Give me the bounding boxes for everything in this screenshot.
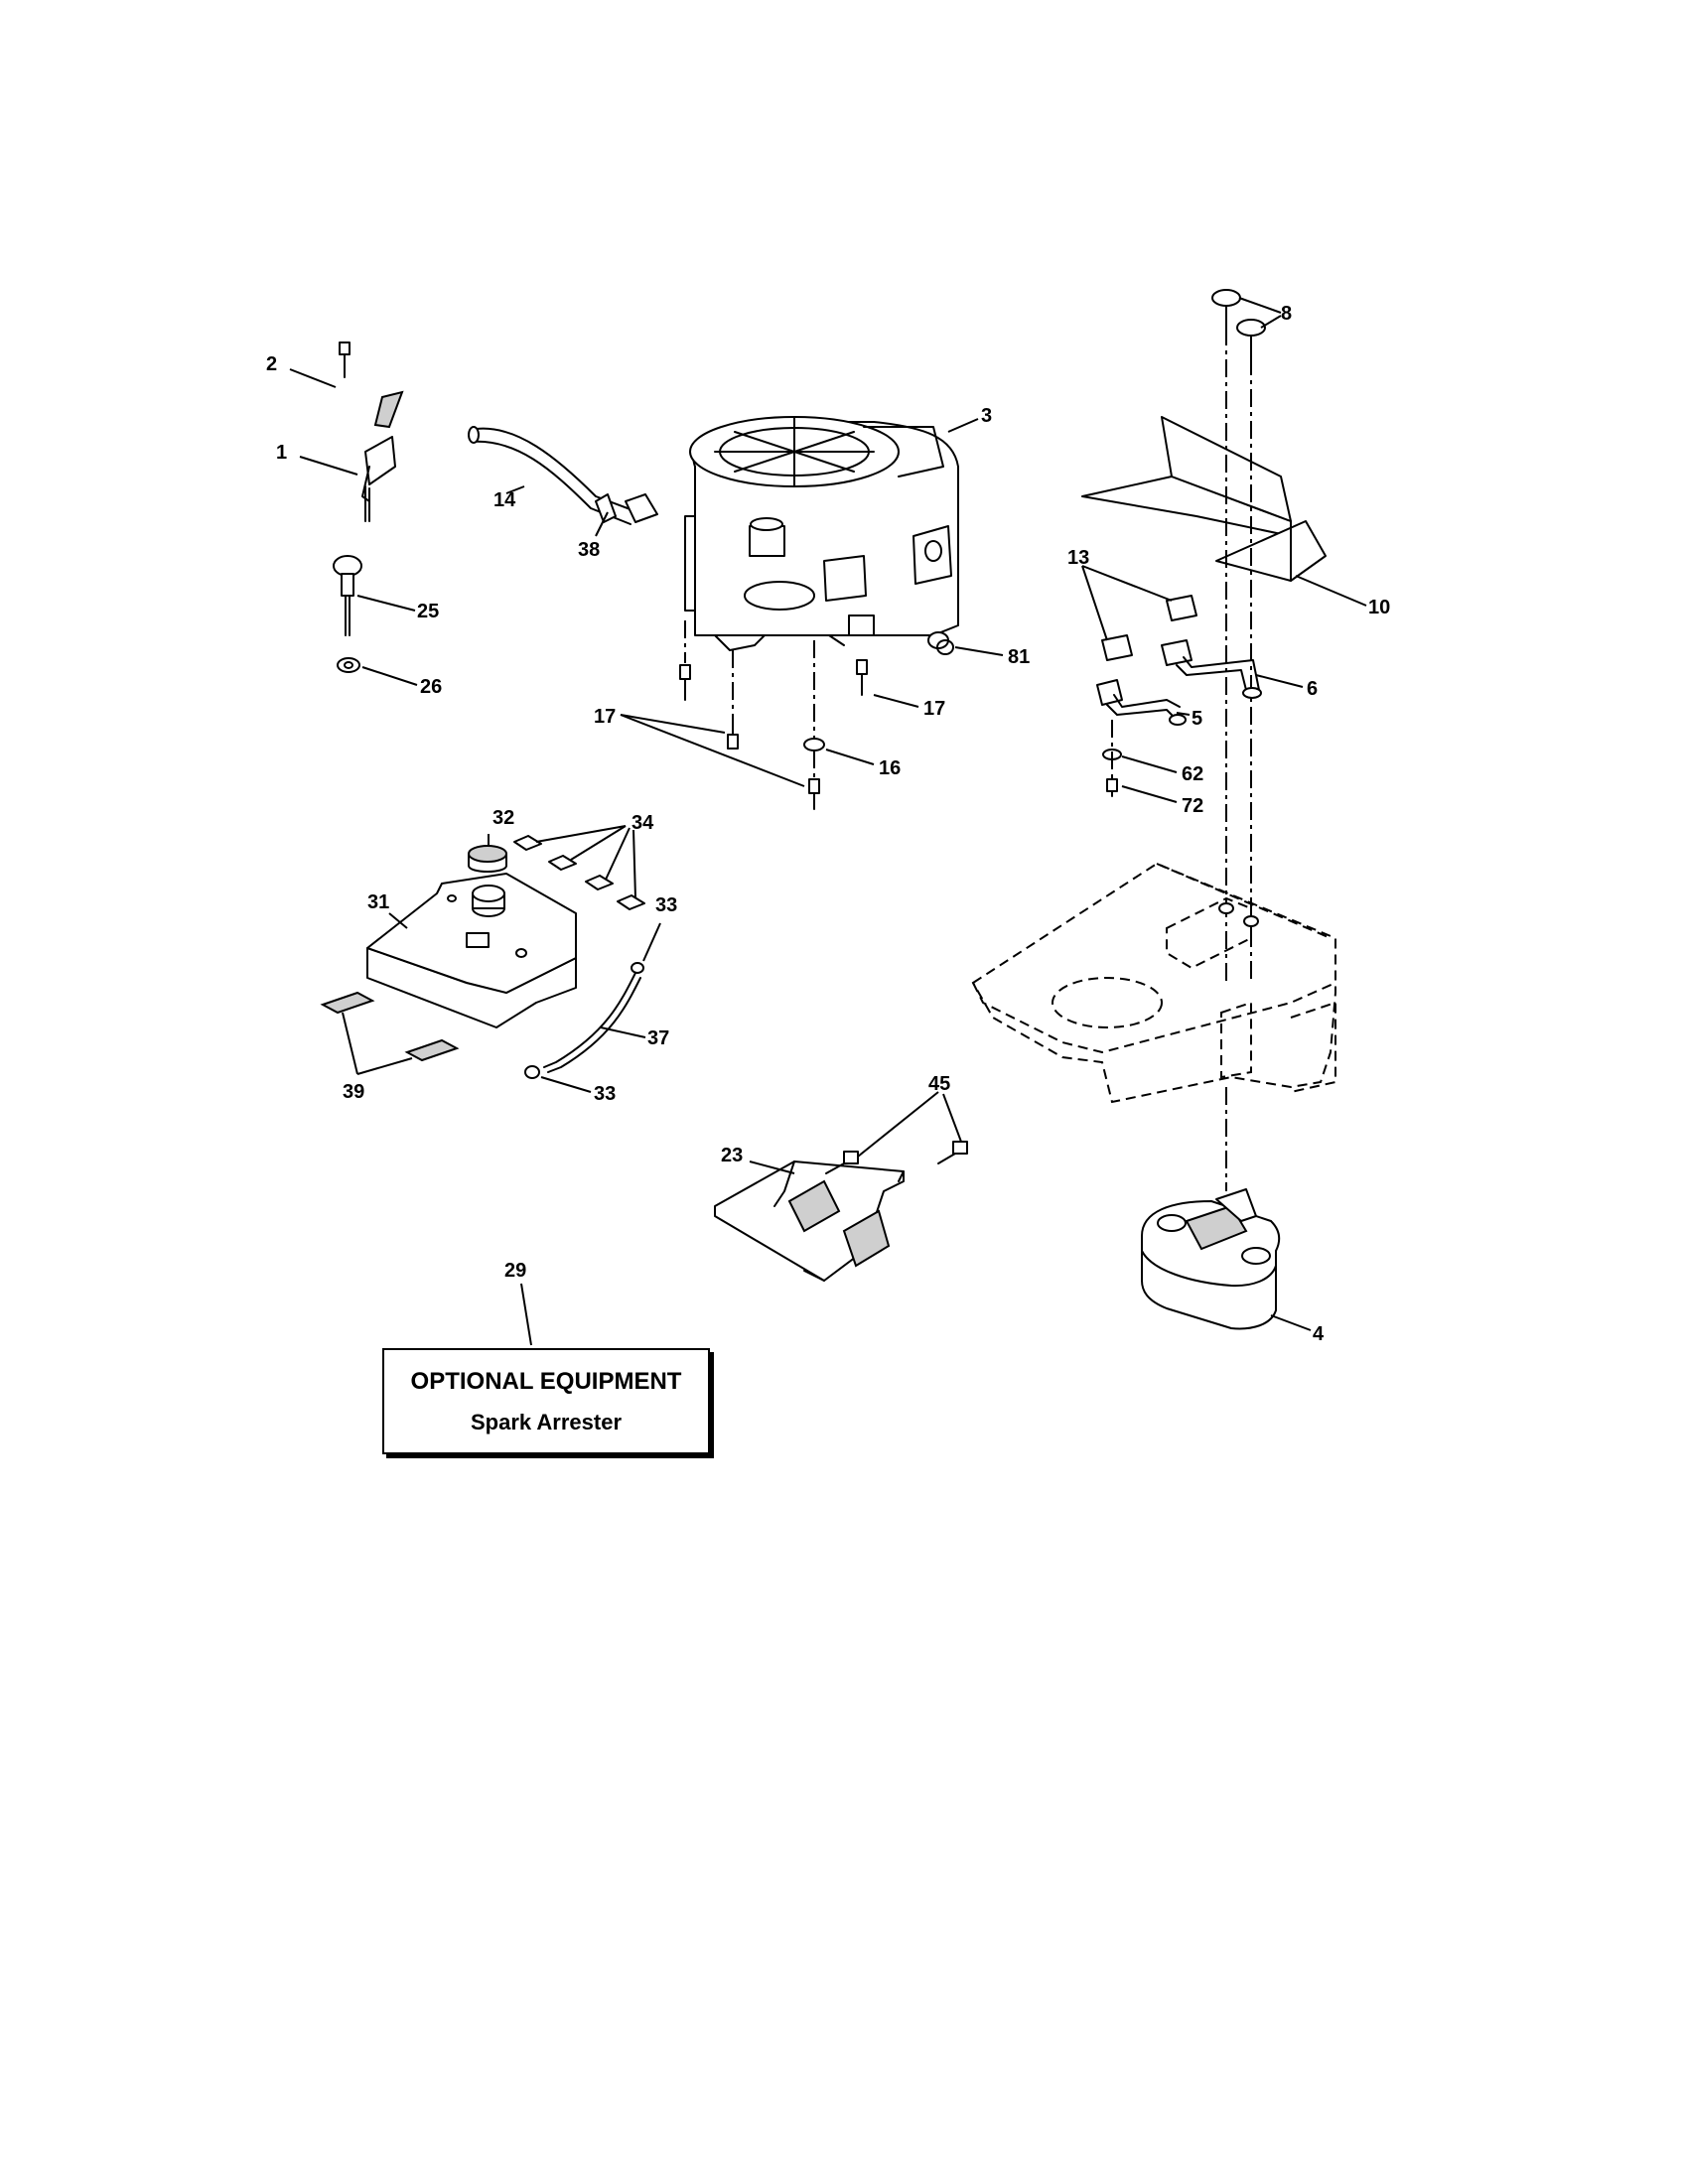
shield-screws-part (825, 1141, 968, 1174)
callout-17-left: 17 (594, 706, 616, 728)
callout-3: 3 (981, 405, 992, 427)
callout-62: 62 (1182, 763, 1203, 785)
exhaust-pipe-5-part (1096, 679, 1187, 726)
callout-14: 14 (493, 489, 516, 511)
heat-shield-part (714, 1160, 905, 1282)
callout-10: 10 (1368, 597, 1390, 618)
engine-part (684, 416, 959, 651)
callout-31: 31 (367, 891, 389, 913)
callout-25: 25 (417, 601, 439, 622)
engine-bolts-part (679, 620, 868, 810)
callout-2: 2 (266, 353, 277, 375)
optional-equipment-box: OPTIONAL EQUIPMENT Spark Arrester (382, 1348, 710, 1454)
chassis-frame-part (971, 862, 1336, 1104)
tank-pads-34-part (513, 835, 645, 910)
callout-29: 29 (504, 1260, 526, 1282)
throttle-control-part (339, 341, 404, 522)
callout-39: 39 (343, 1081, 364, 1103)
bolt-72-part (1106, 778, 1118, 797)
callout-81: 81 (1008, 646, 1030, 668)
callout-8: 8 (1281, 303, 1292, 325)
exhaust-pipe-6-part (1161, 639, 1262, 699)
callout-34: 34 (632, 812, 654, 834)
callout-6: 6 (1307, 678, 1318, 700)
callout-4: 4 (1313, 1323, 1325, 1345)
callout-16: 16 (879, 757, 901, 779)
callout-26: 26 (420, 676, 442, 698)
optional-equipment-title: OPTIONAL EQUIPMENT (410, 1368, 682, 1395)
ignition-key-part (333, 555, 362, 673)
callout-45: 45 (928, 1073, 950, 1095)
fuel-tank-part (366, 873, 577, 1028)
callout-32: 32 (492, 807, 514, 829)
fuel-cap-part (468, 845, 507, 873)
deflector-part (1081, 416, 1327, 582)
tank-pads-39-part (320, 991, 460, 1062)
exhaust-gaskets-part (1101, 595, 1197, 661)
spark-arrester-label: Spark Arrester (470, 1410, 623, 1434)
callout-33-bottom: 33 (594, 1083, 616, 1105)
callout-5: 5 (1192, 708, 1202, 730)
callout-38: 38 (578, 539, 600, 561)
callout-1: 1 (276, 442, 287, 464)
bolt-81-part (927, 631, 954, 655)
callout-17-right: 17 (923, 698, 945, 720)
callout-23: 23 (721, 1145, 743, 1166)
callout-33-top: 33 (655, 894, 677, 916)
muffler-part (1141, 1188, 1281, 1330)
callout-37: 37 (647, 1027, 669, 1049)
fuel-line-part (468, 426, 658, 525)
fuel-line-37-part (524, 962, 644, 1079)
deflector-bolts-part (1211, 289, 1266, 358)
callout-72: 72 (1182, 795, 1203, 817)
callout-13: 13 (1067, 547, 1089, 569)
